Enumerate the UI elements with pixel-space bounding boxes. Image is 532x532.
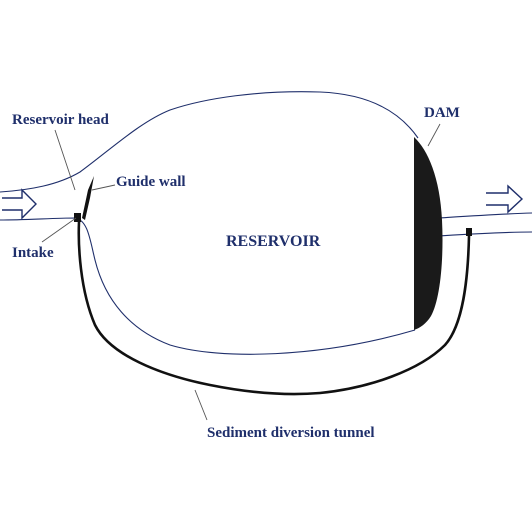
reservoir-lower-shoreline — [0, 217, 416, 355]
sediment-diversion-tunnel — [77, 221, 471, 396]
reservoir-label: RESERVOIR — [226, 233, 321, 250]
dam-leader — [427, 123, 441, 147]
downstream-lower-bank — [437, 231, 532, 237]
intake-gate — [74, 213, 81, 222]
reservoir-head-label: Reservoir head — [12, 112, 109, 128]
guide-wall — [82, 176, 94, 220]
intake-label: Intake — [12, 245, 54, 261]
outflow-arrow-icon — [486, 184, 524, 214]
inflow-arrow-icon — [2, 188, 37, 220]
tunnel-leader — [194, 389, 208, 421]
intake-leader — [41, 217, 77, 243]
dam-body — [414, 137, 443, 330]
guide-wall-leader — [91, 184, 116, 191]
downstream-upper-bank — [437, 212, 532, 219]
reservoir-upper-shoreline — [0, 91, 419, 193]
tunnel-label: Sediment diversion tunnel — [207, 425, 375, 441]
dam-label: DAM — [424, 105, 460, 121]
outlet-gate — [466, 228, 472, 236]
reservoir-head-leader — [54, 129, 76, 191]
guide-wall-label: Guide wall — [116, 174, 186, 190]
